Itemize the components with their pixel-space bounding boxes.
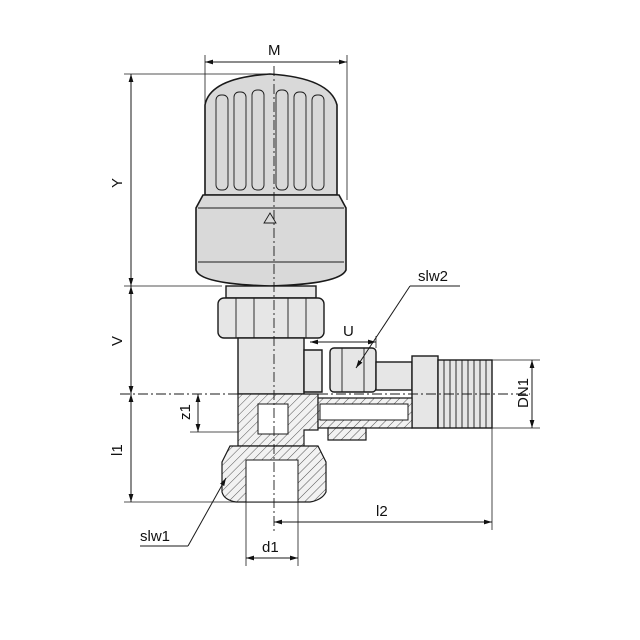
label-z1: z1 xyxy=(177,404,194,420)
dimension-M: M xyxy=(204,42,348,200)
label-slw2: slw2 xyxy=(418,268,448,285)
label-V: V xyxy=(109,336,126,346)
dimension-Y: Y xyxy=(109,73,270,287)
label-d1: d1 xyxy=(262,539,279,556)
thermostatic-head xyxy=(195,73,347,287)
leader-slw2: slw2 xyxy=(355,268,460,369)
head-ribs xyxy=(215,89,325,191)
valve-body xyxy=(237,337,493,429)
dimension-l2: l2 xyxy=(274,428,493,530)
dimension-d1: d1 xyxy=(245,502,299,566)
label-l1: l1 xyxy=(109,444,126,456)
dimension-z1: z1 xyxy=(177,394,238,433)
dimension-V: V xyxy=(109,286,134,394)
dimension-l1: l1 xyxy=(109,394,236,503)
label-l2: l2 xyxy=(376,503,388,520)
leader-slw1: slw1 xyxy=(140,477,227,547)
triangle-mark-icon xyxy=(263,212,277,224)
label-M: M xyxy=(268,42,281,59)
label-Y: Y xyxy=(109,178,126,188)
label-DN1: DN1 xyxy=(515,378,532,408)
label-slw1: slw1 xyxy=(140,528,170,545)
dimension-DN1: DN1 xyxy=(492,359,540,429)
sectioned-body xyxy=(221,393,413,503)
label-U: U xyxy=(343,323,354,340)
union-nut xyxy=(217,285,325,339)
